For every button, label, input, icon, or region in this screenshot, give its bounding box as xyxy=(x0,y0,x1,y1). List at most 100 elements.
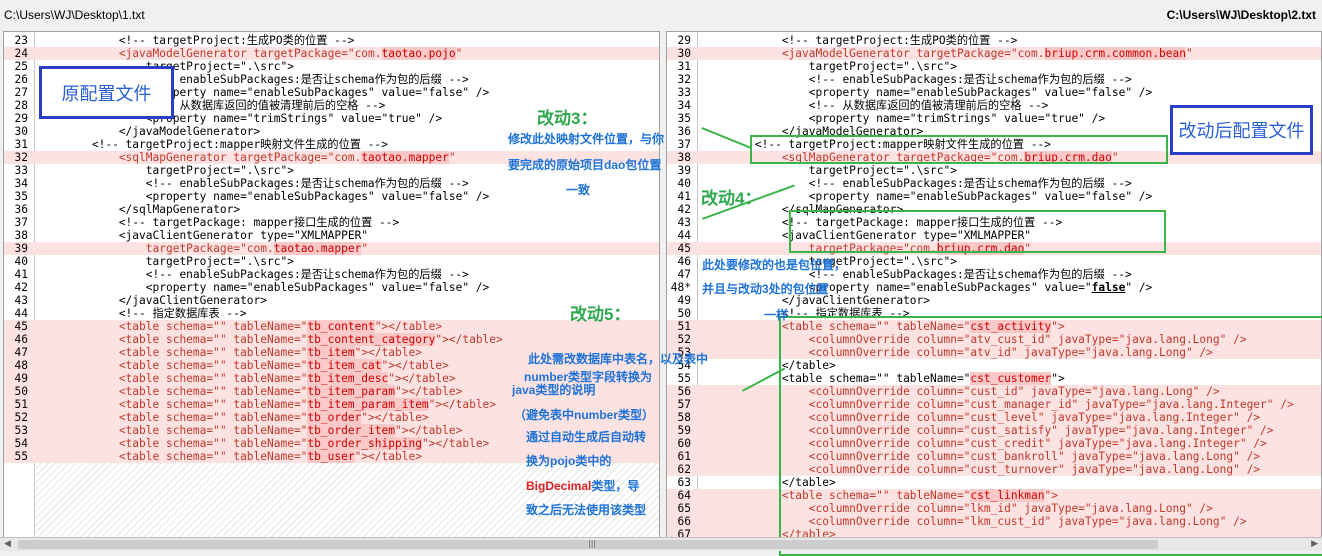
code-segment: <!-- targetProject:mapper映射文件生成的位置 --> xyxy=(701,138,1051,151)
code-text: <!-- enableSubPackages:是否让schema作为包的后缀 -… xyxy=(701,177,1132,190)
code-segment: " xyxy=(448,151,456,164)
code-segment: <columnOverride column="cust_manager_id"… xyxy=(701,398,1294,411)
code-line: 58 <columnOverride column="cust_level" j… xyxy=(667,411,1321,424)
code-line: 35 <property name="trimStrings" value="t… xyxy=(667,112,1321,125)
changed-value: tb_item_param_item xyxy=(307,398,429,411)
line-number: 55 xyxy=(677,372,691,385)
line-number: 53 xyxy=(677,346,691,359)
code-line: 53 <table schema="" tableName="tb_order_… xyxy=(4,424,659,437)
scroll-left-icon[interactable]: ◀ xyxy=(4,539,11,549)
code-text: <!-- targetProject:生成PO类的位置 --> xyxy=(701,34,1018,47)
code-line: 42 </sqlMapGenerator> xyxy=(667,203,1321,216)
right-diff-pane[interactable]: 29 <!-- targetProject:生成PO类的位置 -->30 <ja… xyxy=(666,31,1322,539)
code-text: <!-- targetProject:生成PO类的位置 --> xyxy=(38,34,355,47)
line-number: 47 xyxy=(14,346,28,359)
line-number: 55 xyxy=(14,450,28,463)
code-line: 31 <!-- targetProject:mapper映射文件生成的位置 --… xyxy=(4,138,659,151)
line-number: 26 xyxy=(14,73,28,86)
horizontal-scrollbar[interactable]: ◀ ||| ▶ xyxy=(0,537,1322,551)
change4-text-2: 并且与改动3处的包位置 xyxy=(702,282,829,296)
code-segment: <sqlMapGenerator targetPackage="com. xyxy=(701,151,1025,164)
code-text: <javaModelGenerator targetPackage="com.t… xyxy=(38,47,462,60)
code-line: 30 <javaModelGenerator targetPackage="co… xyxy=(667,47,1321,60)
changed-value: tb_item_desc xyxy=(307,372,389,385)
code-segment: "></table> xyxy=(354,450,422,463)
line-number: 64 xyxy=(677,489,691,502)
line-number: 54 xyxy=(677,359,691,372)
left-diff-pane[interactable]: 23 <!-- targetProject:生成PO类的位置 -->24 <ja… xyxy=(3,31,660,539)
line-number: 50 xyxy=(14,385,28,398)
code-segment: <property name="trimStrings" value="true… xyxy=(701,112,1106,125)
code-line: 31 targetProject=".\src"> xyxy=(667,60,1321,73)
line-number: 40 xyxy=(677,177,691,190)
code-line: 33 <property name="enableSubPackages" va… xyxy=(667,86,1321,99)
code-segment: "></table> xyxy=(421,437,490,450)
scroll-right-icon[interactable]: ▶ xyxy=(1311,539,1318,549)
changed-value: tb_user xyxy=(307,450,355,463)
code-segment: <table schema="" tableName=" xyxy=(38,346,308,359)
code-line: 41 <property name="enableSubPackages" va… xyxy=(667,190,1321,203)
code-segment: <table schema="" tableName=" xyxy=(38,424,308,437)
code-line: 34 <!-- enableSubPackages:是否让schema作为包的后… xyxy=(4,177,659,190)
code-segment: "></table> xyxy=(381,359,449,372)
changed-value: briup.crm.dao xyxy=(1024,151,1112,164)
code-line: 42 <property name="enableSubPackages" va… xyxy=(4,281,659,294)
line-number: 37 xyxy=(14,216,28,229)
line-number: 30 xyxy=(677,47,691,60)
line-number: 32 xyxy=(14,151,28,164)
code-text: targetProject=".\src"> xyxy=(701,255,957,268)
code-segment: targetProject=".\src"> xyxy=(38,164,294,177)
code-segment: <table schema="" tableName=" xyxy=(38,372,308,385)
code-text: <table schema="" tableName="tb_user"></t… xyxy=(38,450,422,463)
code-segment: <columnOverride column="cust_satisfy" ja… xyxy=(701,424,1274,437)
code-segment: " /> xyxy=(1125,281,1153,294)
code-line: 37 <!-- targetPackage: mapper接口生成的位置 --> xyxy=(4,216,659,229)
code-text: <!-- enableSubPackages:是否让schema作为包的后缀 -… xyxy=(38,177,469,190)
line-number: 31 xyxy=(14,138,28,151)
code-segment: <table schema="" tableName=" xyxy=(701,320,971,333)
code-text: </javaClientGenerator> xyxy=(701,294,930,307)
changed-value: cst_activity xyxy=(970,320,1052,333)
scrollbar-thumb[interactable] xyxy=(18,540,1158,549)
line-number: 56 xyxy=(677,385,691,398)
code-segment: targetProject=".\src"> xyxy=(701,60,957,73)
change3-title: 改动3： xyxy=(537,109,598,128)
change5-text-6: 换为pojo类中的 xyxy=(526,454,612,468)
code-segment: <property name="enableSubPackages" value… xyxy=(38,281,490,294)
code-text: <!-- enableSubPackages:是否让schema作为包的后缀 -… xyxy=(38,268,469,281)
code-text: <table schema="" tableName="tb_order_shi… xyxy=(38,437,489,450)
code-text: </javaClientGenerator> xyxy=(38,294,267,307)
code-segment: <table schema="" tableName=" xyxy=(701,489,971,502)
code-segment: <property name="enableSubPackages" value… xyxy=(701,281,1092,294)
change5-text-1: 此处需改数据库中表名，以及表中 xyxy=(528,352,709,366)
code-segment: targetProject=".\src"> xyxy=(701,255,957,268)
code-line: 36 </javaModelGenerator> xyxy=(667,125,1321,138)
code-text: <!-- 指定数据库表 --> xyxy=(38,307,247,320)
code-text: <property name="enableSubPackages" value… xyxy=(701,86,1153,99)
code-text: <javaClientGenerator type="XMLMAPPER" xyxy=(38,229,368,242)
code-segment: <!-- targetPackage: mapper接口生成的位置 --> xyxy=(701,216,1063,229)
line-number: 39 xyxy=(14,242,28,255)
change5-title: 改动5： xyxy=(570,305,631,324)
left-code-lines: 23 <!-- targetProject:生成PO类的位置 -->24 <ja… xyxy=(4,34,659,463)
code-segment: " xyxy=(1111,151,1119,164)
code-segment: <!-- enableSubPackages:是否让schema作为包的后缀 -… xyxy=(701,73,1132,86)
code-text: <property name="enableSubPackages" value… xyxy=(38,86,490,99)
code-line: 39 targetPackage="com.taotao.mapper" xyxy=(4,242,659,255)
line-number: 35 xyxy=(14,190,28,203)
code-segment: <table schema="" tableName=" xyxy=(38,359,308,372)
code-segment: <table schema="" tableName=" xyxy=(38,385,308,398)
code-text: <property name="enableSubPackages" value… xyxy=(701,281,1153,294)
code-line: 30 </javaModelGenerator> xyxy=(4,125,659,138)
code-segment: "></table> xyxy=(374,320,443,333)
code-segment: "></table> xyxy=(394,424,463,437)
modified-config-label: 改动后配置文件 xyxy=(1170,105,1313,155)
code-segment: "> xyxy=(1044,489,1058,502)
code-segment: <!-- enableSubPackages:是否让schema作为包的后缀 -… xyxy=(701,177,1132,190)
code-line: 29 <!-- targetProject:生成PO类的位置 --> xyxy=(667,34,1321,47)
code-segment: <columnOverride column="lkm_cust_id" jav… xyxy=(701,515,1247,528)
code-segment: </javaModelGenerator> xyxy=(701,125,924,138)
code-segment: <!-- enableSubPackages:是否让schema作为包的后缀 -… xyxy=(38,268,469,281)
line-number: 58 xyxy=(677,411,691,424)
code-segment: </sqlMapGenerator> xyxy=(38,203,241,216)
